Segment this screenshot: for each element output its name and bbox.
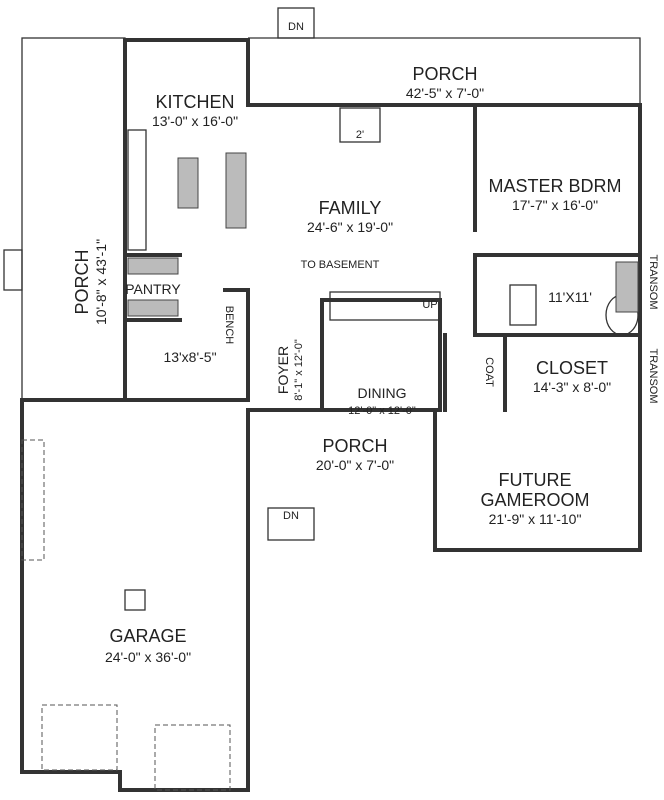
kitchen-size: 13'-0" x 16'-0" xyxy=(152,113,238,129)
walls xyxy=(20,38,642,792)
transom-label: TRANSOM xyxy=(647,255,659,310)
side-porch-outline xyxy=(21,37,126,401)
master-size: 17'-7" x 16'-0" xyxy=(512,197,598,213)
front-steps xyxy=(267,507,315,541)
kitchen-label: KITCHEN xyxy=(155,92,234,112)
garage-size: 24'-0" x 36'-0" xyxy=(105,649,191,665)
side-porch-size: 10'-8" x 43'-1" xyxy=(93,239,109,325)
shower xyxy=(509,284,537,326)
family-size: 24'-6" x 19'-0" xyxy=(307,219,393,235)
pantry-label: PANTRY xyxy=(125,281,181,297)
floor-drain xyxy=(124,589,146,611)
stairs xyxy=(329,291,441,321)
gameroom-label: FUTURE xyxy=(499,470,572,490)
garage-door xyxy=(154,724,231,791)
bath-size: 11'X11' xyxy=(548,289,592,305)
transom-label: TRANSOM xyxy=(647,349,659,404)
side-steps xyxy=(3,249,23,291)
top-porch-outline xyxy=(248,37,641,105)
vanity xyxy=(615,261,639,313)
top-steps xyxy=(277,7,315,39)
pantry-shelf xyxy=(127,299,179,317)
closet-label: CLOSET xyxy=(536,358,608,378)
gameroom-size: 21'-9" x 11'-10" xyxy=(489,511,582,527)
coat-label: COAT xyxy=(483,357,495,387)
dining-label: DINING xyxy=(358,385,407,401)
dining-size: 12'-0" x 12'-0" xyxy=(348,405,416,417)
front-porch-size: 20'-0" x 7'-0" xyxy=(316,457,394,473)
pantry-shelf xyxy=(127,257,179,275)
front-porch-label: PORCH xyxy=(322,436,387,456)
garage-door xyxy=(41,704,118,771)
top-steps-dn: DN xyxy=(288,21,304,33)
garage-window xyxy=(21,439,45,561)
side-porch-label: PORCH xyxy=(72,249,92,314)
kitchen-island xyxy=(177,157,199,209)
top-porch-size: 42'-5" x 7'-0" xyxy=(406,85,484,101)
kitchen-counter xyxy=(225,152,247,229)
stairs-up-label: UP xyxy=(422,299,437,311)
front-steps-dn: DN xyxy=(283,510,299,522)
porch-steps xyxy=(339,107,381,143)
kitchen-cabinets xyxy=(127,129,147,251)
garage-label: GARAGE xyxy=(109,626,186,646)
closet-size: 14'-3" x 8'-0" xyxy=(533,379,611,395)
foyer-size: 8'-1" x 12'-0" xyxy=(293,339,305,401)
family-label: FAMILY xyxy=(319,198,382,218)
bench-label: BENCH xyxy=(223,306,235,345)
gameroom-label-2: GAMEROOM xyxy=(480,490,589,510)
mudroom-size: 13'x8'-5" xyxy=(163,349,216,365)
to-basement-label: TO BASEMENT xyxy=(301,259,380,271)
master-label: MASTER BDRM xyxy=(488,176,621,196)
top-porch-label: PORCH xyxy=(412,64,477,84)
foyer-label: FOYER xyxy=(275,346,291,394)
porch-steps-width: 2' xyxy=(356,129,364,141)
